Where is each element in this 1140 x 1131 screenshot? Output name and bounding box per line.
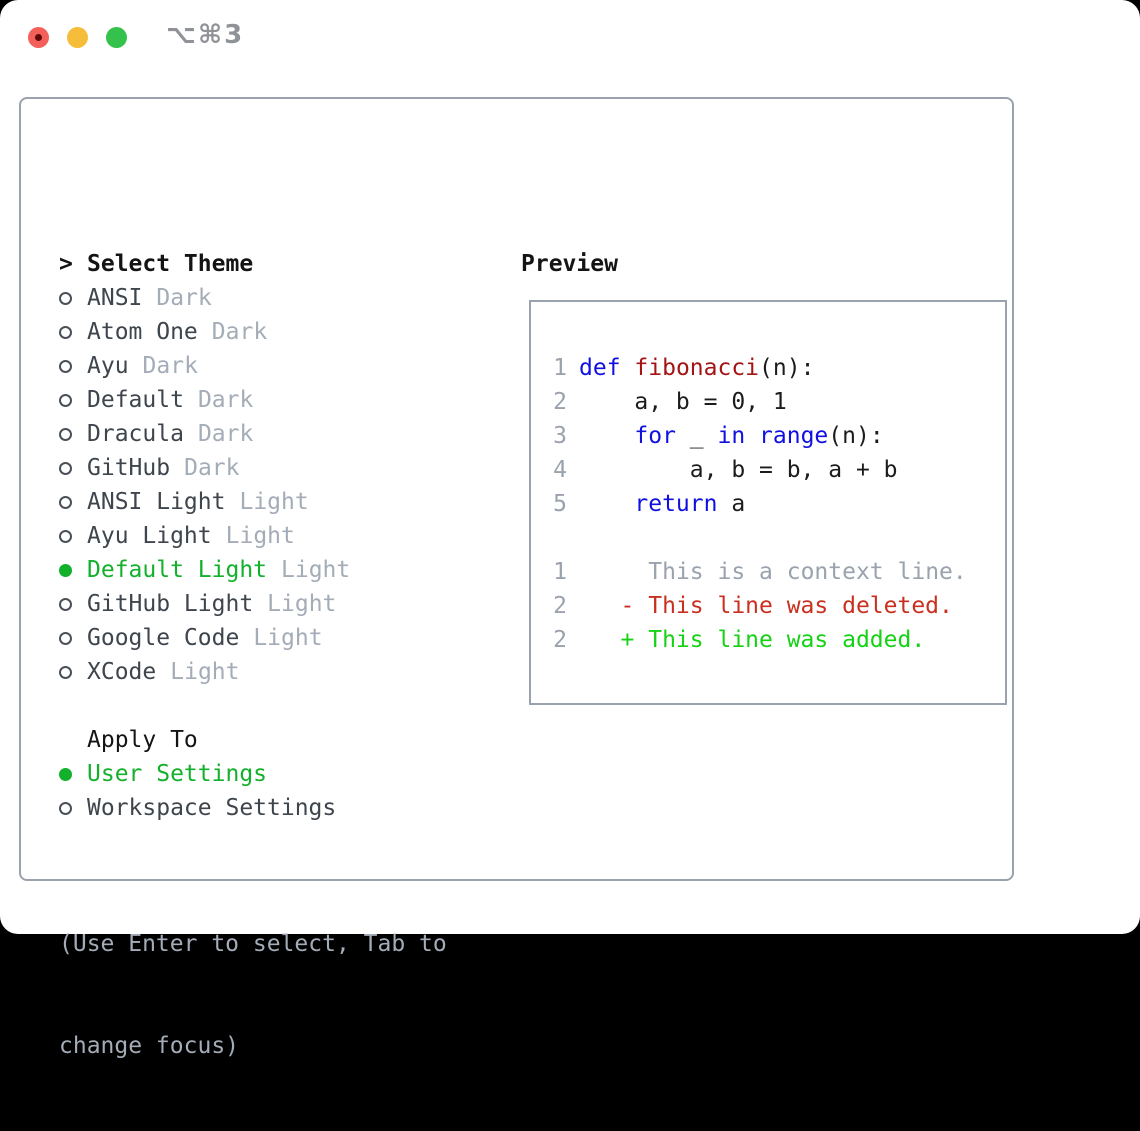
option-name: Google Code bbox=[87, 625, 240, 651]
option-variant: Dark bbox=[184, 455, 240, 481]
line-number: 2 bbox=[553, 593, 567, 619]
traffic-light-zoom-icon[interactable] bbox=[106, 27, 127, 48]
traffic-light-minimize-icon[interactable] bbox=[67, 27, 88, 48]
radio-icon bbox=[59, 631, 72, 645]
theme-option[interactable]: ANSI Dark bbox=[59, 281, 350, 315]
theme-option[interactable]: Dracula Dark bbox=[59, 417, 350, 451]
theme-selector-header: > Select Theme bbox=[59, 247, 350, 281]
radio-icon bbox=[59, 427, 72, 441]
option-variant: Dark bbox=[156, 285, 212, 311]
code-line: 2 - This line was deleted. bbox=[553, 593, 953, 619]
traffic-light-close-icon[interactable] bbox=[28, 27, 49, 48]
code-line: 1 This is a context line. bbox=[553, 559, 967, 585]
option-name: GitHub Light bbox=[87, 591, 254, 617]
code-line bbox=[553, 521, 967, 555]
option-variant: Light bbox=[239, 489, 309, 515]
option-name: Ayu bbox=[87, 353, 129, 379]
theme-option[interactable]: GitHub Dark bbox=[59, 451, 350, 485]
code-line: 4 a, b = b, a + b bbox=[553, 457, 898, 483]
option-name: GitHub bbox=[87, 455, 171, 481]
theme-option[interactable]: Default Dark bbox=[59, 383, 350, 417]
option-name: Atom One bbox=[87, 319, 198, 345]
radio-icon bbox=[59, 495, 72, 509]
apply-to-header-row: Apply To bbox=[59, 723, 336, 757]
help-text-line1: (Use Enter to select, Tab to bbox=[59, 931, 447, 957]
option-name: ANSI Light bbox=[87, 489, 226, 515]
theme-option[interactable]: Google Code Light bbox=[59, 621, 350, 655]
option-variant: Dark bbox=[211, 319, 268, 345]
theme-selector-title: Select Theme bbox=[87, 251, 254, 277]
option-variant: Light bbox=[281, 557, 351, 583]
line-number: 2 bbox=[553, 627, 567, 653]
code-line: 5 return a bbox=[553, 491, 746, 517]
theme-option[interactable]: Ayu Light Light bbox=[59, 519, 350, 553]
line-number: 1 bbox=[553, 559, 567, 585]
option-name: User Settings bbox=[87, 761, 268, 787]
option-variant: Light bbox=[170, 659, 240, 685]
theme-option[interactable]: Default Light Light bbox=[59, 553, 350, 587]
preview-title: Preview bbox=[521, 251, 618, 277]
help-text: (Use Enter to select, Tab to change focu… bbox=[59, 859, 447, 1131]
line-number: 5 bbox=[553, 491, 567, 517]
option-variant: Light bbox=[267, 591, 337, 617]
radio-icon bbox=[59, 665, 72, 679]
option-variant: Dark bbox=[142, 353, 198, 379]
option-name: Ayu Light bbox=[87, 523, 212, 549]
theme-option[interactable]: XCode Light bbox=[59, 655, 350, 689]
option-variant: Light bbox=[225, 523, 295, 549]
option-variant: Light bbox=[253, 625, 323, 651]
radio-icon bbox=[59, 597, 72, 611]
radio-icon bbox=[59, 801, 72, 815]
code-line: 2 + This line was added. bbox=[553, 627, 926, 653]
radio-icon bbox=[59, 325, 72, 339]
theme-option[interactable]: GitHub Light Light bbox=[59, 587, 350, 621]
option-name: Default Light bbox=[87, 557, 268, 583]
apply-option[interactable]: Workspace Settings bbox=[59, 791, 336, 825]
radio-icon bbox=[59, 461, 72, 475]
line-number: 4 bbox=[553, 457, 567, 483]
line-number: 2 bbox=[553, 389, 567, 415]
window-shortcut: ⌥⌘3 bbox=[166, 20, 245, 50]
radio-selected-icon bbox=[59, 767, 72, 781]
option-name: Dracula bbox=[87, 421, 184, 447]
line-number: 3 bbox=[553, 423, 567, 449]
theme-option[interactable]: Ayu Dark bbox=[59, 349, 350, 383]
apply-option[interactable]: User Settings bbox=[59, 757, 336, 791]
apply-to-title: Apply To bbox=[87, 727, 198, 753]
option-name: Default bbox=[87, 387, 184, 413]
option-variant: Dark bbox=[197, 387, 254, 413]
code-line: 3 for _ in range(n): bbox=[553, 423, 884, 449]
option-name: Workspace Settings bbox=[87, 795, 337, 821]
radio-icon bbox=[59, 393, 72, 407]
radio-selected-icon bbox=[59, 563, 72, 577]
radio-icon bbox=[59, 529, 72, 543]
option-variant: Dark bbox=[197, 421, 254, 447]
radio-icon bbox=[59, 291, 72, 305]
code-line: 2 a, b = 0, 1 bbox=[553, 389, 787, 415]
option-name: XCode bbox=[87, 659, 157, 685]
theme-option[interactable]: Atom One Dark bbox=[59, 315, 350, 349]
line-number: 1 bbox=[553, 355, 567, 381]
focus-caret-icon: > bbox=[59, 251, 73, 277]
radio-icon bbox=[59, 359, 72, 373]
option-name: ANSI bbox=[87, 285, 143, 311]
help-text-line2: change focus) bbox=[59, 1033, 240, 1059]
theme-option[interactable]: ANSI Light Light bbox=[59, 485, 350, 519]
